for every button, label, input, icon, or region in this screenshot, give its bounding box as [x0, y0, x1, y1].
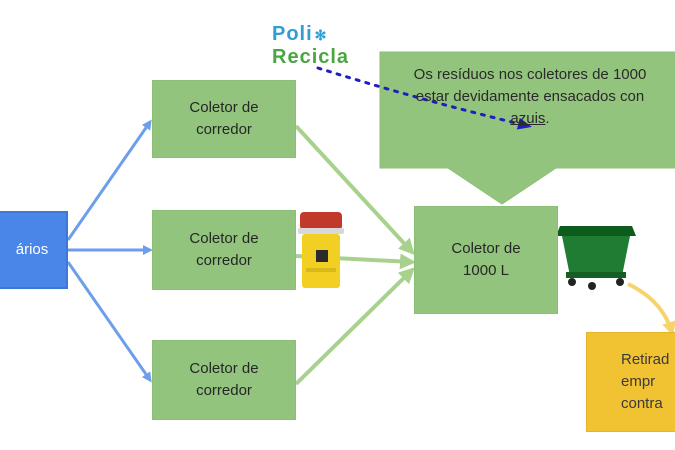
callout-line-3: azuis.: [380, 108, 675, 130]
callout-line-2: estar devidamente ensacados con: [415, 88, 645, 105]
node-collector-top: Coletor de corredor: [152, 80, 296, 158]
node-collector-bottom: Coletor de corredor: [152, 340, 296, 420]
node-source-label: ários: [15, 241, 49, 258]
snowflake-icon: ✻: [314, 27, 327, 43]
node-pickup: Retirad empr contra: [586, 332, 675, 432]
node-collector-middle: Coletor de corredor: [152, 210, 296, 290]
logo-line-1: Poli: [272, 23, 313, 45]
node-collector-bottom-label: Coletor de corredor: [189, 360, 259, 399]
logo-line-2: Recicla: [272, 46, 350, 68]
node-main-collector-label: Coletor de 1000 L: [451, 240, 521, 279]
node-collector-top-label: Coletor de corredor: [189, 99, 259, 138]
callout-line-3-end: .: [545, 110, 550, 127]
node-collector-middle-label: Coletor de corredor: [189, 230, 259, 269]
callout-link-azuis[interactable]: azuis: [510, 110, 546, 127]
arrow-bottom-to-main: [294, 267, 415, 386]
callout-line-1: Os resíduos nos coletores de 1000: [413, 66, 647, 83]
arrow-source-to-top: [66, 119, 152, 241]
yellow-bin-icon: [298, 212, 344, 288]
node-main-collector: Coletor de 1000 L: [414, 206, 558, 314]
arrow-top-to-main: [294, 124, 415, 255]
poli-recicla-logo: Poli✻ Recicla: [272, 24, 349, 67]
callout-text: Os resíduos nos coletores de 1000 estar …: [380, 64, 675, 130]
dotted-arrow-logo-to-callout: [316, 66, 532, 130]
node-pickup-label: Retirad empr contra: [621, 351, 670, 412]
node-source: ários: [0, 211, 68, 289]
arrow-source-to-bottom: [66, 261, 152, 383]
arrow-main-to-pickup: [627, 282, 675, 336]
green-container-icon: [556, 226, 636, 290]
